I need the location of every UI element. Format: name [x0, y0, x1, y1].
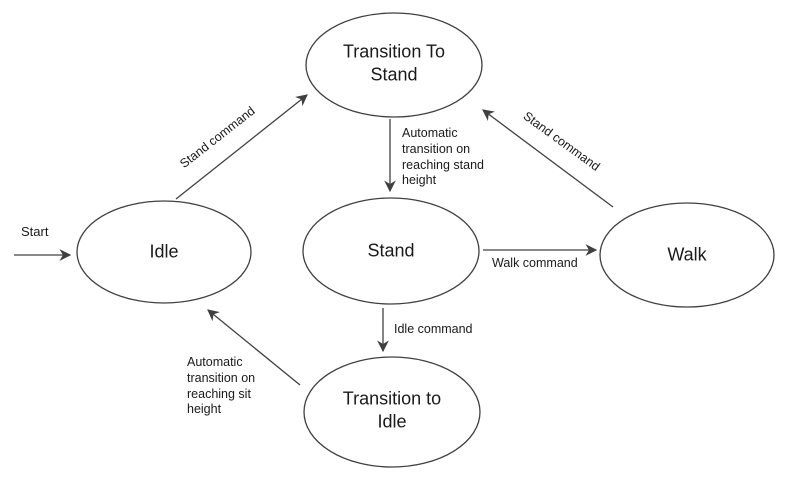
state-label-walk: Walk	[667, 244, 707, 265]
state-label-transition-to-idle: Transition to Idle	[342, 388, 442, 432]
state-label-transition-to-stand: Transition To Stand	[342, 41, 446, 85]
edge-label-idle-command: Idle command	[394, 322, 473, 336]
edge-label-start: Start	[21, 224, 49, 239]
state-label-stand: Stand	[367, 240, 415, 261]
state-ellipse-stand	[302, 197, 480, 305]
edge-label-auto-sit-height: Automatic transition on reaching sit hei…	[187, 355, 256, 417]
arrow-idle-to-transition-to-stand	[175, 94, 308, 200]
arrow-transition-to-idle-to-idle	[207, 309, 301, 386]
arrow-walk-to-transition-to-stand	[482, 109, 614, 208]
state-ellipse-walk	[599, 202, 775, 308]
state-ellipse-transition-to-stand	[305, 12, 483, 118]
state-label-idle: Idle	[149, 241, 179, 262]
state-ellipse-idle	[76, 200, 252, 304]
state-ellipse-transition-to-idle	[303, 356, 481, 468]
edge-label-auto-stand-height: Automatic transition on reaching stand h…	[402, 126, 485, 188]
edge-label-walk-command: Walk command	[492, 256, 578, 270]
